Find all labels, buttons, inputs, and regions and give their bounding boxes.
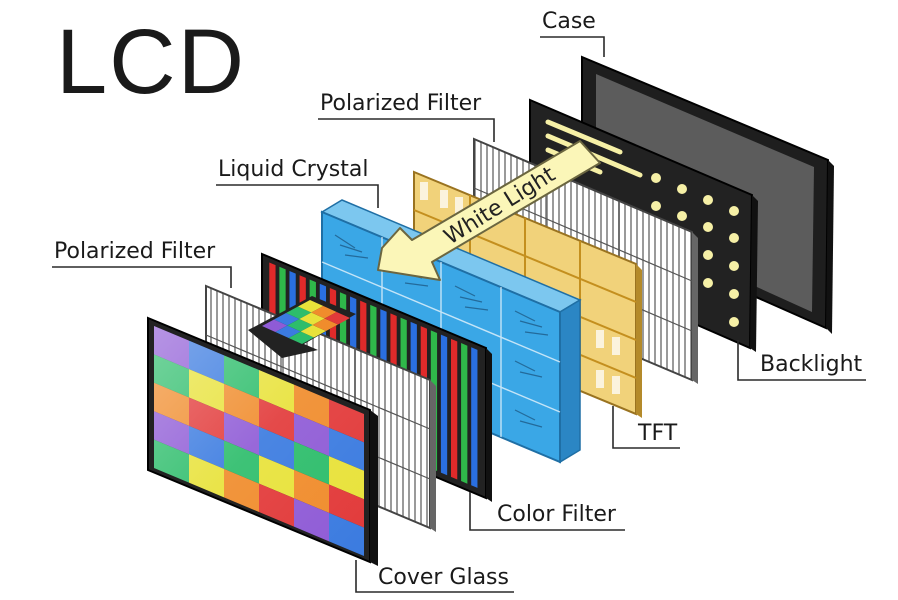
label-polarized-filter-front: Polarized Filter bbox=[52, 239, 232, 288]
svg-text:Case: Case bbox=[542, 9, 596, 34]
label-tft: TFT bbox=[612, 406, 680, 449]
label-polarized-filter-back: Polarized Filter bbox=[318, 91, 495, 142]
backlight-leds bbox=[651, 173, 739, 327]
colored-arrow-cell bbox=[274, 313, 300, 326]
diagram-title: LCD bbox=[56, 11, 246, 113]
svg-text:TFT: TFT bbox=[637, 421, 678, 446]
colored-arrow-cell bbox=[288, 331, 314, 344]
colored-arrow-cell bbox=[311, 306, 337, 319]
color-filter-stripe bbox=[471, 347, 478, 488]
label-case: Case bbox=[540, 9, 605, 57]
colored-arrow-cell bbox=[300, 325, 326, 338]
colored-arrow-cell bbox=[324, 312, 350, 325]
colored-arrow-cell bbox=[287, 319, 313, 332]
colored-arrow-cell bbox=[312, 318, 338, 331]
colored-arrow-cell bbox=[298, 300, 324, 313]
svg-text:Cover Glass: Cover Glass bbox=[378, 565, 509, 590]
label-liquid-crystal: Liquid Crystal bbox=[216, 157, 379, 208]
colored-arrow-cell bbox=[286, 306, 312, 319]
colored-arrow-cell bbox=[299, 312, 325, 325]
svg-text:Polarized Filter: Polarized Filter bbox=[320, 91, 482, 116]
color-filter-stripe bbox=[440, 334, 448, 476]
cover-glass-layer bbox=[147, 316, 378, 566]
colored-arrow-cell bbox=[275, 325, 301, 338]
label-color-filter: Color Filter bbox=[469, 492, 625, 531]
color-filter-stripe bbox=[450, 338, 458, 480]
label-backlight: Backlight bbox=[737, 340, 866, 381]
color-filter-stripe bbox=[461, 343, 468, 484]
svg-text:Liquid Crystal: Liquid Crystal bbox=[218, 157, 368, 182]
colored-light-arrow bbox=[248, 296, 356, 358]
svg-text:Polarized Filter: Polarized Filter bbox=[54, 239, 216, 264]
svg-text:Color Filter: Color Filter bbox=[497, 502, 617, 527]
label-cover-glass: Cover Glass bbox=[355, 560, 514, 593]
svg-text:Backlight: Backlight bbox=[760, 352, 863, 377]
colored-arrow-cell bbox=[262, 319, 288, 332]
